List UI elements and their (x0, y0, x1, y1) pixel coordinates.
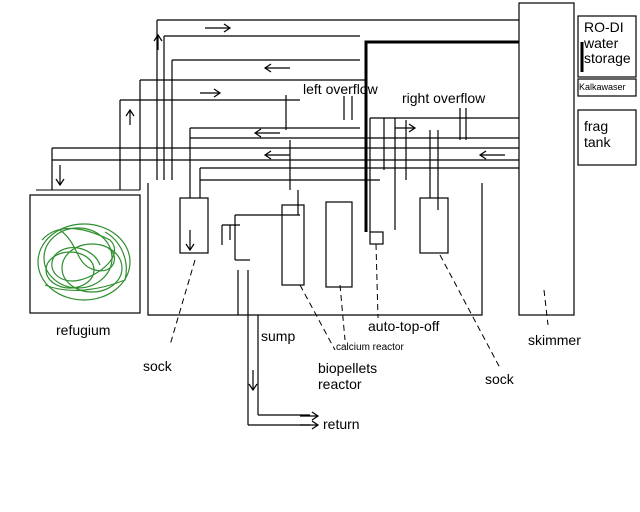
biopellets-reactor-body (281, 204, 305, 286)
left-overflow-label: left overflow (303, 81, 378, 97)
left-filter-sock (179, 197, 209, 254)
ro-di-water-storage-label: RO-DI water storage (584, 19, 631, 67)
skimmer-label: skimmer (528, 332, 581, 348)
sump-tank (147, 183, 483, 316)
refugium-label: refugium (56, 322, 111, 338)
kalkawaser-label: Kalkawaser (579, 82, 626, 92)
left-sock-label: sock (143, 358, 172, 374)
right-filter-sock (419, 197, 449, 254)
return-label: return (323, 416, 360, 432)
frag-tank-box (577, 109, 637, 166)
biopellets-reactor-label: biopellets reactor (318, 360, 378, 392)
sump-label: sump (261, 328, 296, 344)
ro-di-storage-box (577, 15, 637, 78)
leader-lines (169, 243, 549, 369)
right-sock-label: sock (485, 371, 514, 387)
skimmer-tower (518, 2, 575, 316)
refugium-tank (29, 194, 141, 314)
plumbing-pipes (51, 19, 519, 426)
flow-arrows (55, 23, 505, 430)
top-off-feed-line (364, 40, 519, 232)
auto-top-off-label: auto-top-off (368, 318, 440, 334)
refugium-algae (37, 223, 131, 301)
calcium-reactor-label: calcium reactor (336, 342, 404, 353)
kalkawaser-box (577, 78, 637, 97)
frag-tank-label: frag tank (584, 118, 611, 150)
calcium-reactor-body (325, 201, 353, 288)
right-overflow-label: right overflow (402, 90, 486, 106)
auto-top-off-float (369, 231, 384, 245)
